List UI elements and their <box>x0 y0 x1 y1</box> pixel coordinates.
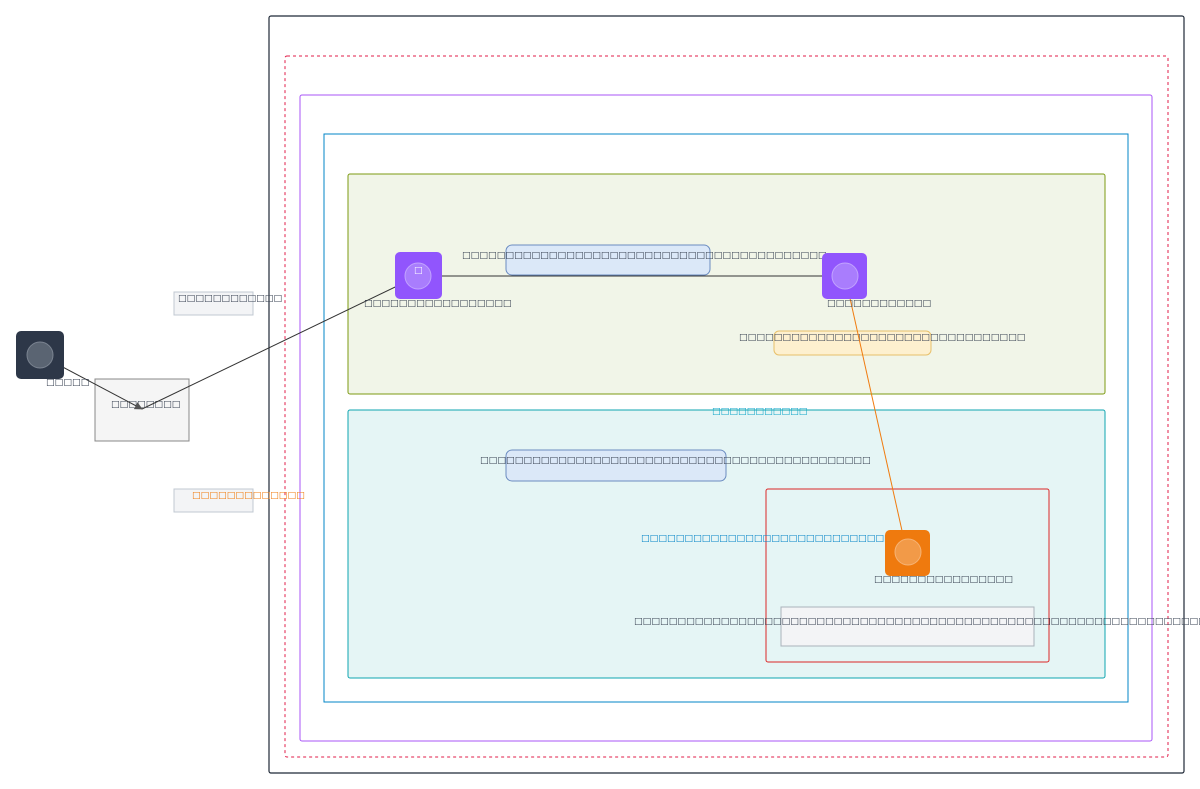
cyan-note: □□□□□□□□□□□□□□□□□□□□□□□□□□□□□□□□□□□□□□□□… <box>480 455 871 466</box>
cyan-note-box <box>505 449 727 482</box>
yellow-note-box <box>773 330 932 356</box>
orange-node[interactable] <box>885 530 930 576</box>
start-node[interactable] <box>16 331 64 379</box>
edge-purple-b-to-orange <box>844 275 910 554</box>
purple-node-a[interactable]: □ <box>395 252 442 299</box>
purple-group <box>299 94 1153 742</box>
edge-label-box <box>505 244 711 276</box>
process-box[interactable] <box>94 378 190 442</box>
dashed-boundary <box>284 55 1169 758</box>
cyan-group-title: □□□□□□□□□□□ <box>712 406 808 417</box>
purple-node-b-label: □□□□□□□□□□□□ <box>827 298 931 309</box>
node-circle-icon <box>831 262 859 290</box>
green-group <box>347 173 1106 395</box>
yellow-note: □□□□□□□□□□□□□□□□□□□□□□□□□□□□□□□□□ <box>739 332 1025 343</box>
edge-box-to-purple-a <box>141 275 419 410</box>
purple-node-b[interactable] <box>822 253 867 299</box>
orange-node-label: □□□□□□□□□□□□□□□□ <box>874 574 1013 585</box>
red-group <box>765 488 1050 663</box>
note-orange: □□□□□□□□□□□□□ <box>192 490 305 501</box>
start-node-label: □□□□□ <box>46 377 89 388</box>
edge-label-top: □□□□□□□□□□□□□□□□□□□□□□□□□□□□□□□□□□□□□□□□… <box>462 250 827 261</box>
note-orange-box <box>173 488 254 513</box>
long-note: □□□□□□□□□□□□□□□□□□□□□□□□□□□□□□□□□□□□□□□□… <box>634 616 1200 627</box>
purple-node-a-glyph: □ <box>414 265 423 276</box>
red-group-label: □□□□□□□□□□□□□□□□□□□□□□□□□□□□□□□□ <box>641 533 919 544</box>
note-top-box <box>173 291 254 316</box>
long-note-box <box>780 606 1035 647</box>
note-top: □□□□□□□□□□□□ <box>178 293 282 304</box>
node-circle-icon <box>894 538 922 566</box>
node-circle-icon <box>26 341 54 369</box>
purple-node-a-label: □□□□□□□□□□□□□□□□□ <box>364 298 512 309</box>
process-box-label: □□□□□□□□ <box>111 399 180 410</box>
blue-group <box>323 133 1129 703</box>
node-circle-icon <box>404 262 432 290</box>
